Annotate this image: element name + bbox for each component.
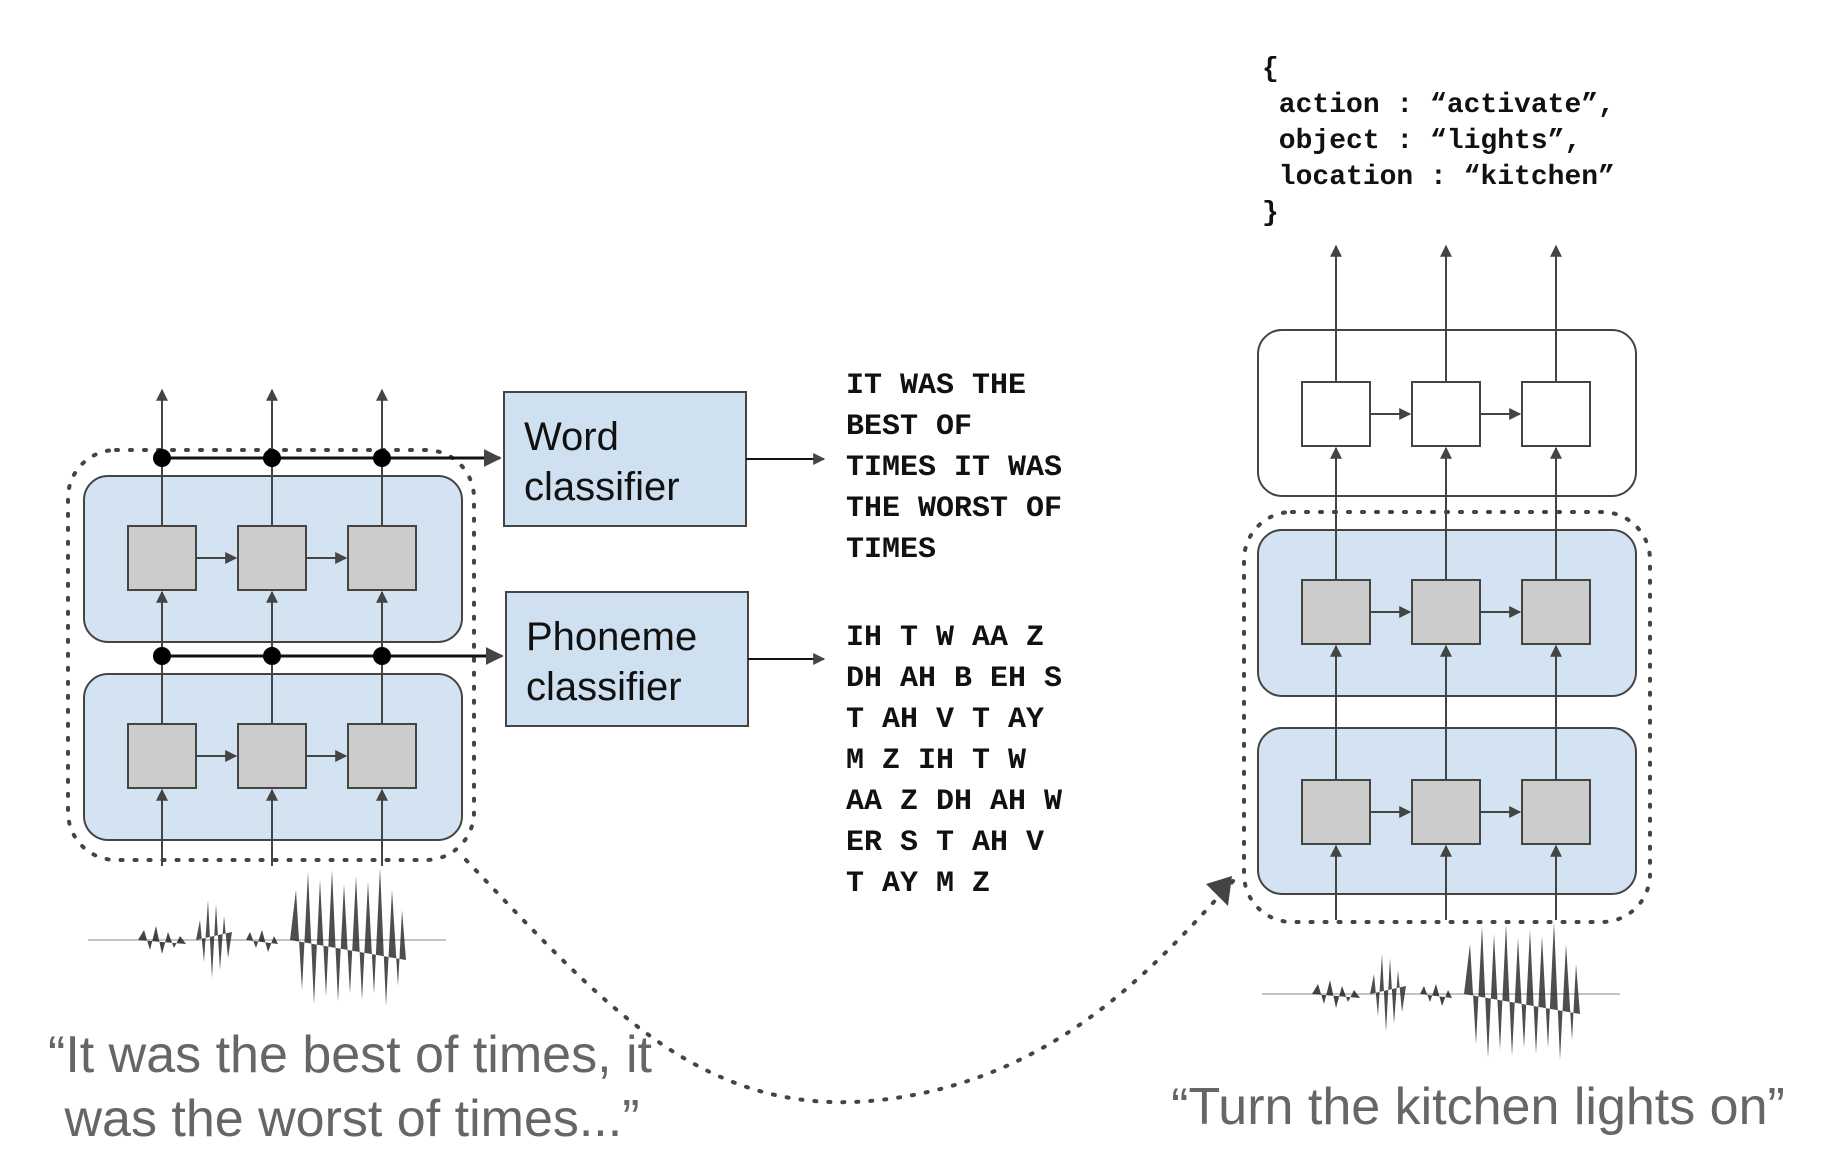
right-vertical-connections bbox=[1330, 244, 1562, 920]
left-caption-line2: was the worst of times...” bbox=[63, 1090, 639, 1148]
left-classifier-taps bbox=[162, 449, 504, 665]
json-output-line: object : “lights”, bbox=[1262, 126, 1581, 157]
word-output-line: THE WORST OF bbox=[846, 492, 1062, 526]
right-upper-cell-2 bbox=[1411, 579, 1481, 645]
word-classifier-label-line2: classifier bbox=[524, 465, 680, 509]
right-lower-cell-1 bbox=[1301, 779, 1371, 845]
phoneme-output-line: DH AH B EH S bbox=[846, 662, 1062, 696]
word-output-line: IT WAS THE bbox=[846, 369, 1026, 403]
phoneme-classifier-label-line1: Phoneme bbox=[526, 615, 697, 659]
left-tap-dots bbox=[153, 449, 391, 665]
json-output-line: action : “activate”, bbox=[1262, 90, 1615, 121]
json-output-line: } bbox=[1262, 198, 1279, 229]
json-output-line: location : “kitchen” bbox=[1262, 162, 1615, 193]
phoneme-output-line: ER S T AH V bbox=[846, 826, 1044, 860]
word-output-text: IT WAS THE BEST OF TIMES IT WAS THE WORS… bbox=[846, 369, 1062, 567]
right-waveform bbox=[1262, 922, 1620, 1060]
json-output-line: { bbox=[1262, 54, 1279, 85]
right-upper-cell-3 bbox=[1521, 579, 1591, 645]
right-decoder-cell-1 bbox=[1301, 381, 1371, 447]
phoneme-output-text: IH T W AA Z DH AH B EH S T AH V T AY M Z… bbox=[846, 621, 1062, 901]
left-model: Word classifier Phoneme classifier “It w… bbox=[48, 388, 826, 1148]
left-lower-cell-1 bbox=[127, 723, 197, 789]
word-output-line: TIMES bbox=[846, 533, 936, 567]
phoneme-output-line: T AH V T AY bbox=[846, 703, 1044, 737]
phoneme-classifier-box bbox=[505, 591, 749, 727]
word-output-line: BEST OF bbox=[846, 410, 972, 444]
transfer-dotted-arrow bbox=[464, 858, 1236, 1105]
left-lower-cell-2 bbox=[237, 723, 307, 789]
right-lower-cell-3 bbox=[1521, 779, 1591, 845]
left-upper-cell-2 bbox=[237, 525, 307, 591]
phoneme-output-line: IH T W AA Z bbox=[846, 621, 1044, 655]
left-lower-cell-3 bbox=[347, 723, 417, 789]
word-output-line: TIMES IT WAS bbox=[846, 451, 1062, 485]
right-recurrent-arrows bbox=[1370, 408, 1522, 818]
word-classifier-box bbox=[503, 391, 747, 527]
left-upper-cell-1 bbox=[127, 525, 197, 591]
word-classifier-label-line1: Word bbox=[524, 415, 619, 459]
phoneme-classifier-label-line2: classifier bbox=[526, 665, 682, 709]
left-waveform bbox=[88, 868, 446, 1006]
right-lower-cell-2 bbox=[1411, 779, 1481, 845]
phoneme-output-line: T AY M Z bbox=[846, 867, 990, 901]
left-caption-line1: “It was the best of times, it bbox=[48, 1026, 653, 1084]
classifier-output-arrows bbox=[746, 453, 826, 665]
right-decoder-cell-3 bbox=[1521, 381, 1591, 447]
right-model: “Turn the kitchen lights on” bbox=[1171, 244, 1785, 1136]
right-caption: “Turn the kitchen lights on” bbox=[1171, 1078, 1785, 1136]
left-upper-cell-3 bbox=[347, 525, 417, 591]
right-decoder-cell-2 bbox=[1411, 381, 1481, 447]
transfer-arrowhead bbox=[1206, 876, 1232, 906]
json-output-text: { action : “activate”, object : “lights”… bbox=[1262, 54, 1615, 229]
phoneme-output-line: AA Z DH AH W bbox=[846, 785, 1062, 819]
left-recurrent-arrows bbox=[196, 552, 348, 762]
right-upper-cell-1 bbox=[1301, 579, 1371, 645]
phoneme-output-line: M Z IH T W bbox=[846, 744, 1026, 778]
